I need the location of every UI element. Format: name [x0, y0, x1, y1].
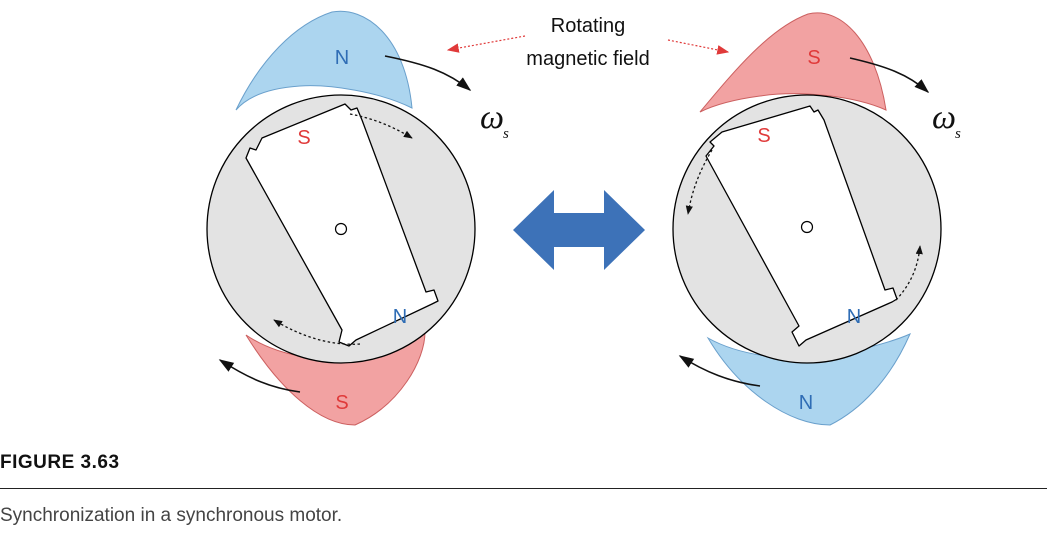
left-stator-north-label: N: [335, 47, 349, 69]
figure-caption: Synchronization in a synchronous motor.: [0, 505, 343, 526]
right-rotor-south-label: S: [757, 125, 770, 147]
right-omega-subscript: s: [955, 126, 961, 142]
left-motor: N S S N ω s: [206, 10, 509, 426]
double-headed-arrow: [513, 190, 645, 270]
right-field-rotation-arrow-top: [849, 57, 930, 94]
left-rotor-bottom-rotation-arrow: [273, 319, 361, 345]
figure-number: FIGURE 3.63: [0, 452, 120, 473]
right-motor: S N S N ω s: [672, 12, 961, 426]
left-rotor-axis: [334, 222, 348, 236]
right-omega-label: ω s: [932, 99, 961, 142]
annotation-line-2: magnetic field: [526, 48, 649, 70]
right-field-rotation-arrow-bottom: [678, 355, 761, 387]
right-rotor-north-label: N: [847, 306, 861, 328]
left-omega-symbol: ω: [480, 99, 504, 136]
right-omega-symbol: ω: [932, 99, 956, 136]
annotation-arrow-left: [446, 35, 526, 53]
annotation-line-1: Rotating: [551, 15, 626, 37]
left-omega-subscript: s: [503, 126, 509, 142]
synchronization-diagram: N S S N ω s Rotating magnetic field S N …: [206, 10, 961, 426]
left-stator-north-pole: [235, 10, 413, 111]
left-rotor-north-label: N: [393, 306, 407, 328]
left-stator-south-label: S: [335, 392, 348, 414]
caption-divider: [0, 488, 1047, 489]
left-field-rotation-arrow-bottom: [218, 359, 301, 393]
right-stator-south-label: S: [807, 47, 820, 69]
annotation-arrow-right: [667, 39, 730, 55]
left-rotor-top-rotation-arrow: [349, 113, 413, 139]
right-stator-south-pole: [699, 12, 887, 113]
right-stator-north-label: N: [799, 392, 813, 414]
left-omega-label: ω s: [480, 99, 509, 142]
left-field-rotation-arrow-top: [384, 55, 472, 91]
right-rotor-axis: [800, 220, 814, 234]
left-rotor-south-label: S: [297, 127, 310, 149]
right-rotor-top-rotation-arrow: [685, 149, 713, 215]
rotating-field-annotation: Rotating magnetic field: [446, 15, 730, 70]
